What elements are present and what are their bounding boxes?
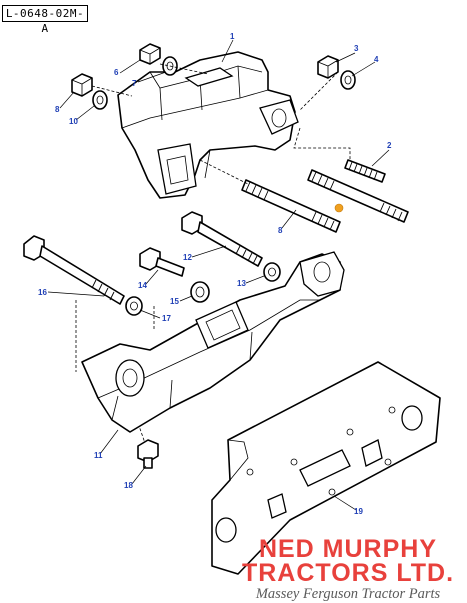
brand-watermark: NED MURPHY TRACTORS LTD. Massey Ferguson… (232, 537, 464, 603)
bolt-12[interactable] (181, 211, 263, 267)
leader-lines (47, 39, 390, 511)
callout-8-left: 8 (55, 105, 60, 114)
manifold-gasket[interactable] (211, 361, 441, 575)
callout-19: 19 (354, 507, 363, 516)
washer-10[interactable] (92, 90, 108, 110)
callout-8-stud: 8 (278, 226, 283, 235)
callout-3: 3 (354, 44, 359, 53)
bolt-14[interactable] (139, 247, 185, 277)
callout-2: 2 (387, 141, 392, 150)
exhaust-manifold-lower[interactable] (81, 251, 345, 433)
stud-2[interactable] (344, 159, 386, 183)
washer-17[interactable] (125, 296, 143, 316)
callout-4: 4 (374, 55, 379, 64)
drawing-reference-label: L-0648-02M-A (2, 5, 88, 35)
callout-13: 13 (237, 279, 246, 288)
washer-4[interactable] (340, 70, 356, 90)
nut-3[interactable] (317, 55, 339, 79)
stud-8[interactable] (241, 179, 341, 233)
callout-18: 18 (124, 481, 133, 490)
callouts: 1 2 3 4 6 7 8 8 10 11 12 13 14 15 16 17 … (38, 32, 392, 516)
highlight-marker (334, 203, 344, 213)
nut-6[interactable] (139, 43, 161, 65)
washer-13[interactable] (263, 262, 281, 282)
callout-14: 14 (138, 281, 147, 290)
plug-18[interactable] (137, 439, 159, 469)
exhaust-manifold-upper[interactable] (117, 51, 299, 199)
callout-15: 15 (170, 297, 179, 306)
callout-7: 7 (132, 79, 137, 88)
alignment-line (91, 63, 351, 160)
callout-1: 1 (230, 32, 235, 41)
bolt-16[interactable] (23, 235, 125, 305)
callout-17: 17 (162, 314, 171, 323)
brand-line-1: NED MURPHY (258, 535, 438, 563)
callout-11: 11 (94, 451, 103, 460)
callout-10: 10 (69, 117, 78, 126)
alignment-line (75, 300, 155, 447)
washer-15[interactable] (190, 281, 210, 303)
brand-tagline: Massey Ferguson Tractor Parts (255, 586, 441, 602)
alignment-line (199, 159, 249, 185)
nut-8-left[interactable] (71, 73, 93, 97)
callout-16: 16 (38, 288, 47, 297)
callout-12: 12 (183, 253, 192, 262)
brand-line-2: TRACTORS LTD. (241, 559, 455, 587)
stud-8-long[interactable] (307, 169, 409, 223)
callout-6: 6 (114, 68, 119, 77)
